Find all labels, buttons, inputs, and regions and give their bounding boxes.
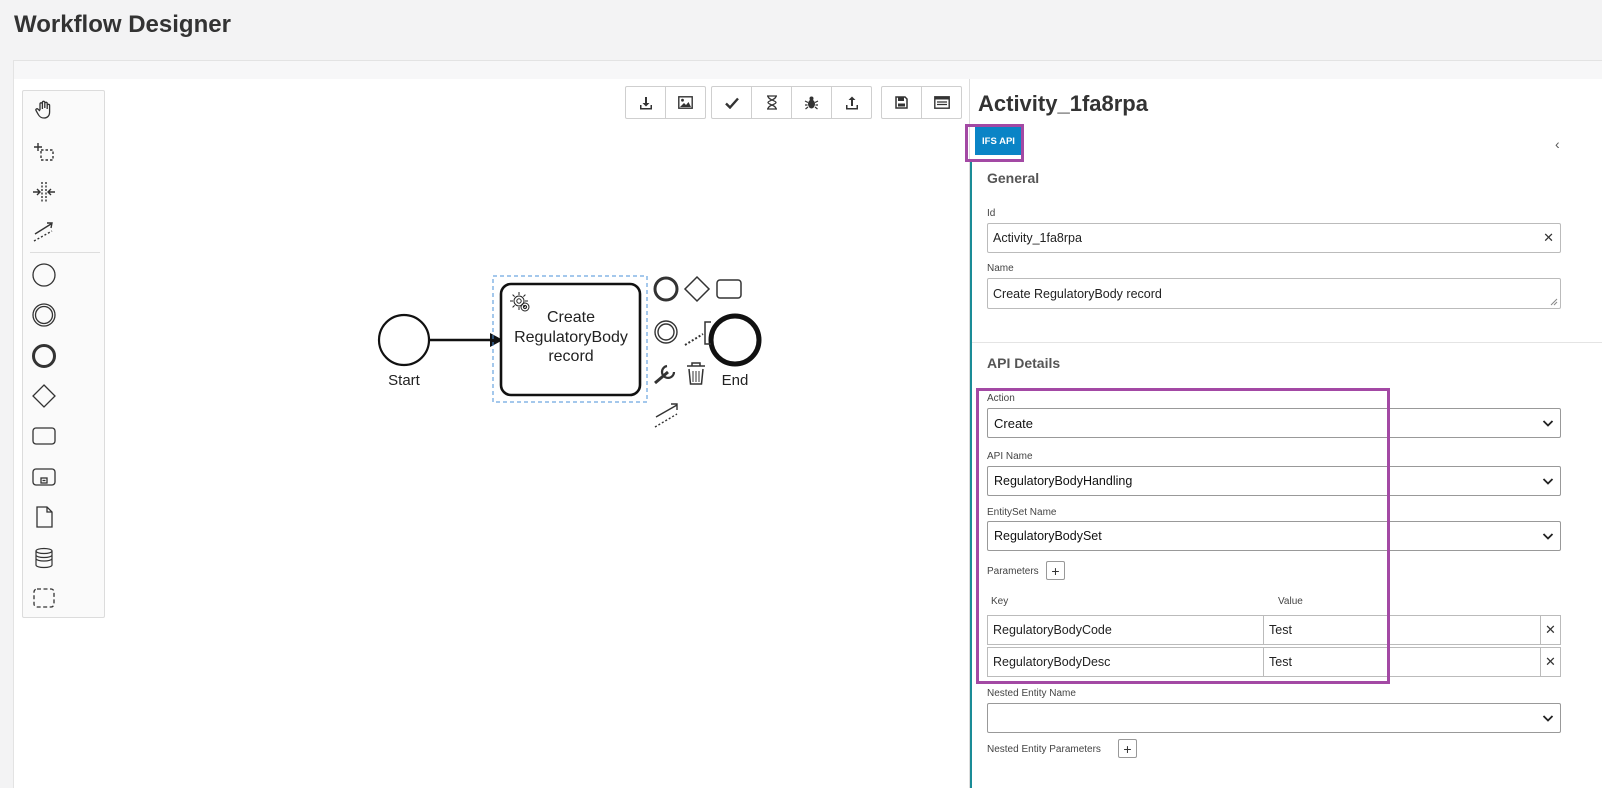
chevron-down-icon [1542,420,1554,427]
param-key-field[interactable]: RegulatoryBodyCode [987,615,1264,645]
toolbar-tools-group [711,86,872,119]
sequence-flow[interactable] [430,333,503,347]
start-event-icon[interactable] [29,260,59,290]
connect-arrow-icon[interactable] [654,403,678,428]
chevron-down-icon [1542,533,1554,540]
chevron-down-icon [1542,715,1554,722]
diagram-canvas[interactable]: Start Create RegulatoryBody record End [14,79,969,788]
id-field[interactable]: Activity_1fa8rpa ✕ [987,223,1561,253]
clear-id-icon[interactable]: ✕ [1543,230,1554,245]
gateway-icon[interactable] [29,381,59,411]
connect-tool-icon[interactable] [29,216,59,246]
append-intermediate-event-icon[interactable] [654,320,678,344]
tab-ifs-api[interactable]: IFS API [975,127,1022,155]
frame-top-strip [14,61,1602,79]
remove-parameter-button[interactable]: ✕ [1540,647,1561,677]
image-icon[interactable] [666,87,705,118]
context-pad [653,275,742,428]
toolbar-export-group [625,86,706,119]
gear-icon [510,292,530,312]
intermediate-event-icon[interactable] [29,300,59,330]
space-tool-icon[interactable] [29,177,59,207]
param-key-field[interactable]: RegulatoryBodyDesc [987,647,1264,677]
nested-entity-select[interactable] [987,703,1561,733]
end-event-label: End [721,372,749,389]
entityset-value: RegulatoryBodySet [994,529,1102,543]
action-value: Create [994,415,1034,431]
name-value: Create RegulatoryBody record [993,286,1162,301]
simulate-icon[interactable] [752,87,792,118]
palette-separator [30,252,100,253]
id-label: Id [987,208,996,219]
save-icon[interactable] [882,87,922,118]
add-nested-parameter-button[interactable]: + [1118,739,1137,758]
append-text-annotation-icon[interactable] [684,333,704,346]
value-column-header: Value [1278,596,1303,607]
task-icon[interactable] [29,421,59,451]
param-value-field[interactable]: Test [1263,647,1541,677]
data-object-icon[interactable] [29,502,59,532]
task-label: Create RegulatoryBody record [514,309,628,365]
validate-icon[interactable] [712,87,752,118]
tab-highlight-box [965,124,1024,162]
data-store-icon[interactable] [29,543,59,573]
subprocess-icon[interactable] [29,462,59,492]
api-section-title: API Details [987,355,1061,371]
action-select[interactable]: Create [987,408,1561,438]
append-task-icon[interactable] [716,279,742,299]
entityset-label: EntitySet Name [987,507,1057,518]
remove-parameter-button[interactable]: ✕ [1540,615,1561,645]
nested-params-label: Nested Entity Parameters [987,744,1101,755]
wrench-icon[interactable] [654,364,676,385]
append-gateway-icon[interactable] [683,275,711,303]
designer-frame: Start Create RegulatoryBody record End A… [13,60,1602,788]
tool-palette [22,90,105,618]
parameters-label: Parameters [987,566,1039,577]
properties-body: General Id Activity_1fa8rpa ✕ Name Creat… [970,159,1602,788]
end-event-icon[interactable] [29,341,59,371]
general-section-title: General [987,170,1040,186]
bpmn-diagram [377,275,762,428]
add-parameter-button[interactable]: + [1046,561,1065,580]
page-title: Workflow Designer [14,11,231,38]
hand-tool-icon[interactable] [29,95,59,125]
key-column-header: Key [991,596,1009,607]
service-task[interactable] [499,282,642,397]
end-event[interactable] [708,313,762,367]
deploy-icon[interactable] [832,87,871,118]
properties-icon[interactable] [922,87,961,118]
start-event-label: Start [388,372,420,389]
id-value: Activity_1fa8rpa [993,231,1082,245]
chevron-down-icon [1542,478,1554,485]
trash-icon[interactable] [687,362,705,385]
api-name-select[interactable]: RegulatoryBodyHandling [987,466,1561,496]
section-divider [972,342,1602,343]
nested-entity-label: Nested Entity Name [987,688,1076,699]
group-icon[interactable] [29,583,59,613]
toolbar-file-group [881,86,962,119]
append-end-event-icon[interactable] [653,276,679,302]
entityset-select[interactable]: RegulatoryBodySet [987,521,1561,551]
properties-panel: Activity_1fa8rpa IFS API ‹ General Id Ac… [969,79,1602,788]
api-name-value: RegulatoryBodyHandling [994,474,1133,488]
collapse-panel-icon[interactable]: ‹ [1555,136,1560,152]
api-name-label: API Name [987,451,1033,462]
properties-header: Activity_1fa8rpa [978,91,1148,116]
param-value-field[interactable]: Test [1263,615,1541,645]
debug-icon[interactable] [792,87,832,118]
lasso-tool-icon[interactable] [29,136,59,166]
name-label: Name [987,263,1014,274]
action-label: Action [987,393,1015,404]
download-icon[interactable] [626,87,666,118]
start-event[interactable] [377,313,431,367]
name-field[interactable]: Create RegulatoryBody record [987,278,1561,309]
resize-handle-icon[interactable] [1550,298,1558,306]
selection-outline [492,275,648,403]
